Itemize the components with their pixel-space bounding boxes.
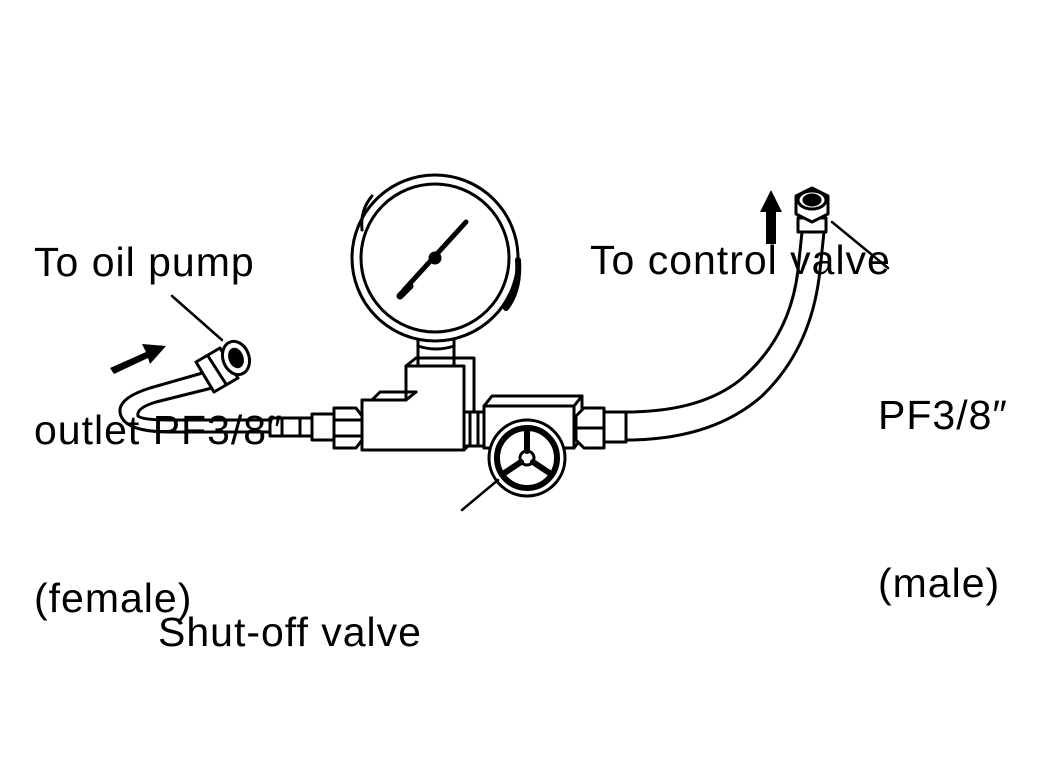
diagram-drawing [110,173,890,512]
hydraulic-pressure-gauge-diagram: To oil pump outlet PF3/8″ (female) To co… [34,120,1007,655]
inlet-label-line-2: outlet PF3/8″ [34,407,283,453]
outlet-coupling-nut [574,406,628,450]
arrow-up-icon [760,190,782,244]
shutoff-valve-label: Shut-off valve [158,492,422,772]
inlet-label-line-1: To oil pump [34,239,255,285]
outlet-label: To control valve [590,120,891,400]
inlet-coupling-nut [310,406,364,450]
outlet-male-fitting [794,186,830,234]
outlet-fitting-label-line-2: (male) [878,560,1001,606]
inlet-label: To oil pump outlet PF3/8″ (female) [34,122,283,738]
inlet-female-fitting [194,339,252,394]
inlet-hose [118,370,332,438]
gauge-tee-block [360,356,476,452]
arrow-up-right-icon [110,344,166,374]
outlet-fitting-label-line-1: PF3/8″ [878,392,1008,438]
outlet-label-line-1: To control valve [590,237,891,283]
inlet-leader-line [170,294,224,342]
center-pipe [462,410,486,448]
valve-leader-line [460,478,500,512]
outlet-leader-line [830,220,890,270]
shutoff-valve-handwheel[interactable] [487,418,567,498]
gauge-needle [396,219,469,300]
outlet-fitting-label: PF3/8″ (male) [878,275,1008,723]
outlet-hose [624,230,826,442]
inlet-label-line-3: (female) [34,575,193,621]
shutoff-valve-label-line-1: Shut-off valve [158,609,422,655]
